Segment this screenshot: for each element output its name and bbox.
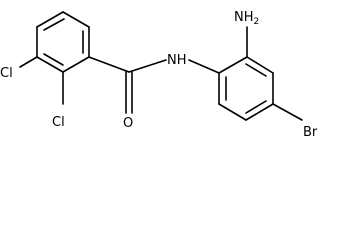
bond-ring-br	[272, 103, 303, 121]
double-bond-inner	[245, 63, 267, 77]
chlorine-label-top: Cl	[0, 66, 13, 81]
double-bond-inner	[43, 18, 65, 31]
bond	[62, 11, 90, 28]
amino-group-label: NH2	[234, 10, 259, 27]
bond-carbonyl-n	[128, 59, 167, 73]
double-bond-inner	[245, 100, 267, 114]
bond	[218, 103, 247, 121]
bromoaniline-ring	[218, 56, 274, 121]
bond	[246, 56, 274, 74]
amino-label-n: NH	[234, 10, 254, 25]
structure-diagram: Cl Cl O NH NH2 Br	[0, 10, 318, 140]
bond-n-ring	[188, 59, 220, 74]
bond	[218, 56, 248, 74]
amide-nitrogen-label: NH	[167, 53, 187, 68]
bond	[36, 56, 64, 73]
bond	[36, 11, 64, 28]
dichlorophenyl-ring	[36, 11, 90, 73]
bond	[62, 56, 90, 73]
bond-c3-cl	[19, 56, 38, 68]
double-bond-inner	[43, 53, 64, 66]
bromine-label: Br	[303, 125, 318, 140]
bond-ring-carbonyl	[88, 56, 130, 73]
bond	[245, 103, 274, 121]
oxygen-label: O	[123, 116, 133, 131]
amino-label-subscript: 2	[254, 17, 260, 27]
chlorine-label-bottom: Cl	[52, 115, 65, 130]
